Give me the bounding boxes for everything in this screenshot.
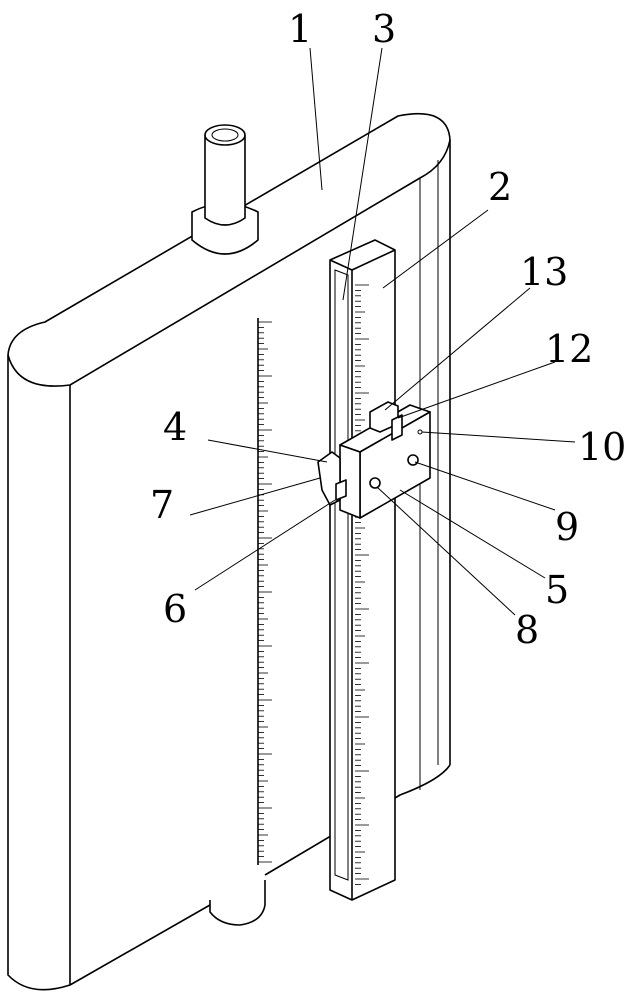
label-6: 6 (163, 587, 187, 631)
label-2: 2 (488, 165, 512, 209)
label-1: 1 (288, 7, 312, 51)
top-post (191, 124, 259, 255)
main-body (7, 112, 451, 991)
label-7: 7 (150, 483, 174, 527)
label-8: 8 (515, 608, 539, 652)
label-5: 5 (545, 568, 569, 612)
label-10: 10 (578, 425, 626, 469)
label-13: 12 (545, 327, 593, 371)
bottom-foot (209, 880, 266, 926)
label-12: 13 (520, 250, 568, 294)
label-3: 3 (372, 7, 396, 51)
leader-lines (189, 47, 576, 616)
label-9: 9 (555, 505, 579, 549)
body-scale (257, 318, 272, 865)
slider-block (317, 401, 431, 519)
label-4: 4 (163, 405, 187, 449)
part-labels: 1 3 2 13 12 10 4 9 7 5 6 8 (150, 7, 626, 652)
rail (329, 239, 396, 901)
